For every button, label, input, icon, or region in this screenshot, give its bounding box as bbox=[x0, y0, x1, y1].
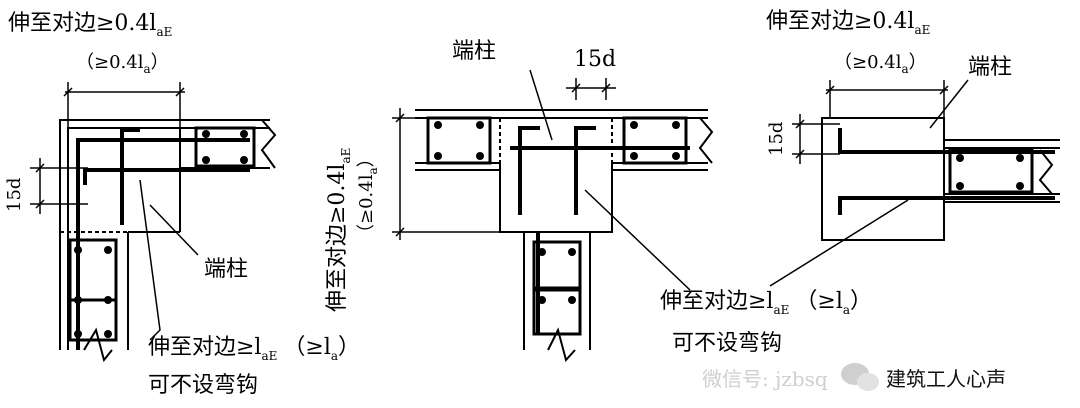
diagram-3-rebar bbox=[838, 128, 1055, 215]
diagram-3-top-label: 伸至对边≥0.4laE bbox=[766, 9, 930, 37]
diagram-1-column-outline bbox=[59, 119, 270, 350]
diagram-2-rebar bbox=[510, 126, 690, 335]
diagram-3-end-joint bbox=[769, 79, 1060, 287]
diagram-1-bottom-label: 伸至对边≥laE（≥la） bbox=[148, 335, 360, 363]
diagram-2-stirrup-left bbox=[426, 116, 492, 165]
diagram-1-15d-label: 15d bbox=[4, 178, 25, 212]
diagram-1-stirrup bbox=[68, 298, 118, 342]
diagram-2-rebar-dots bbox=[434, 121, 680, 304]
diagram-3-column-label: 端柱 bbox=[968, 55, 1012, 80]
diagram-2-vertical-dimension bbox=[392, 108, 500, 240]
watermark-faded-text: 微信号: jzbsq bbox=[702, 367, 828, 391]
diagram-1-bottom-note: 可不设弯钩 bbox=[148, 373, 258, 398]
diagram-1-column-label: 端柱 bbox=[204, 257, 248, 282]
diagram-2-bar-leader bbox=[584, 189, 691, 291]
diagram-2-t-joint bbox=[392, 69, 714, 363]
diagram-2-bottom-label: 伸至对边≥laE（≥la） bbox=[660, 289, 872, 317]
diagram-3-bar-leader bbox=[769, 199, 909, 287]
diagram-1-paren-label: （≥0.4la） bbox=[76, 52, 169, 76]
diagram-2-15d-dimension bbox=[566, 78, 616, 100]
diagram-1-column-leader bbox=[149, 204, 199, 256]
diagram-2-stirrup-right bbox=[622, 116, 688, 165]
wechat-logo-icon bbox=[841, 363, 879, 391]
diagram-1-top-dimension bbox=[63, 82, 185, 130]
diagram-3-column-outline bbox=[821, 117, 1060, 241]
diagram-2-bottom-note: 可不设弯钩 bbox=[672, 331, 782, 356]
diagram-1-corner-joint bbox=[30, 82, 277, 363]
diagram-2-vertical-label: 伸至对边≥0.4laE bbox=[325, 148, 353, 312]
diagram-1-bar-leader bbox=[139, 179, 161, 341]
diagram-3-rebar-dots bbox=[956, 154, 1024, 190]
diagram-2-beam-outline bbox=[415, 109, 714, 233]
watermark-brand-text: 建筑工人心声 bbox=[886, 367, 1006, 391]
diagram-3-column-leader bbox=[929, 79, 969, 129]
diagram-3-15d-dimension bbox=[792, 114, 840, 164]
diagram-3-paren-label: （≥0.4la） bbox=[834, 52, 927, 76]
diagram-1-rebar-dots bbox=[74, 130, 248, 338]
diagram-3-top-dimension bbox=[825, 80, 949, 118]
diagram-2-vertical-paren: （≥0.4la） bbox=[356, 149, 380, 242]
diagram-2-column-below bbox=[523, 232, 591, 363]
diagram-1-top-label: 伸至对边≥0.4laE bbox=[8, 11, 172, 39]
diagram-2-15d-label: 15d bbox=[574, 47, 616, 72]
diagram-1-rebar bbox=[76, 128, 250, 350]
diagram-2-column-leader bbox=[529, 69, 553, 141]
diagram-2-column-label: 端柱 bbox=[452, 39, 496, 64]
diagram-3-15d-label: 15d bbox=[766, 122, 787, 156]
diagram-1-15d-dimension bbox=[30, 158, 88, 214]
